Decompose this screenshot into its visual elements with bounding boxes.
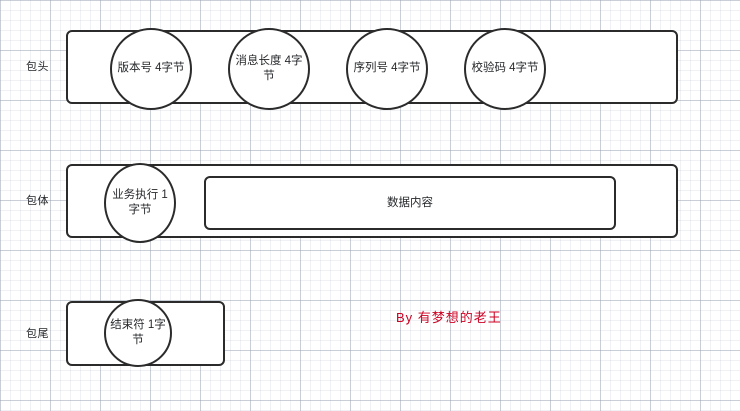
field-bubble-version: 版本号 4字节 [110,28,192,110]
packet-tail-box: 结束符 1字节 [66,299,225,367]
row-label-tail: 包尾 [26,328,49,340]
packet-header-box: 版本号 4字节 消息长度 4字节 序列号 4字节 校验码 4字节 [66,28,678,110]
row-label-body: 包体 [26,195,49,207]
field-bubble-business-exec: 业务执行 1字节 [104,163,176,243]
field-bubble-sequence-number-label: 序列号 4字节 [353,62,421,75]
data-content-box: 数据内容 [204,176,616,230]
field-bubble-end-marker-label: 结束符 1字节 [110,318,166,346]
field-bubble-end-marker: 结束符 1字节 [104,299,172,367]
field-bubble-message-length: 消息长度 4字节 [228,28,310,110]
packet-body-box: 业务执行 1字节 数据内容 [66,163,678,243]
field-bubble-message-length-label: 消息长度 4字节 [235,54,303,82]
row-label-header: 包头 [26,61,49,73]
data-content-label: 数据内容 [387,196,433,209]
author-signature: By 有梦想的老王 [396,310,502,325]
field-bubble-business-exec-label: 业务执行 1字节 [112,188,168,216]
field-bubble-checksum-label: 校验码 4字节 [471,62,539,75]
field-bubble-sequence-number: 序列号 4字节 [346,28,428,110]
field-bubble-version-label: 版本号 4字节 [117,62,185,75]
field-bubble-checksum: 校验码 4字节 [464,28,546,110]
